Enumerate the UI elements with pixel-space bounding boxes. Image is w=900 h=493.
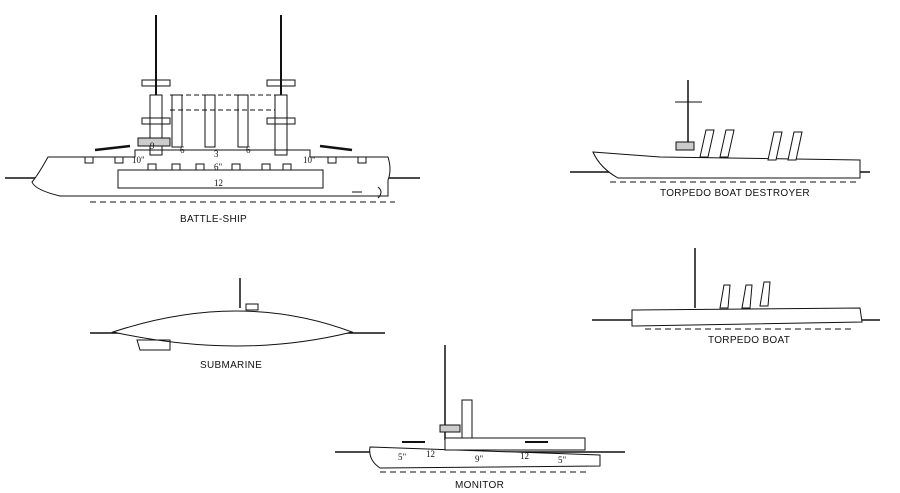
torpedo-boat-drawing [592,248,880,330]
mark-aft-turret: 12 [520,451,529,461]
mark-broadside: 6" [214,162,223,172]
submarine-caption: SUBMARINE [200,360,263,371]
mark-stern-turret: 10" [303,155,316,165]
mark-bow-turret: 10" [132,155,145,165]
destroyer-caption: TORPEDO BOAT DESTROYER [660,188,810,199]
battleship-drawing [5,15,420,203]
mark-stern-armor: 5" [558,455,567,465]
mark-fwd-turret: 12 [426,449,435,459]
mark-casemate-fwd: 6 [180,145,185,155]
monitor-caption: MONITOR [455,480,505,491]
battleship-marks: 10" 9 6 3 6" 6 12 10" [132,141,316,188]
mark-bow-armor: 5" [398,452,407,462]
mark-belt: 12 [214,178,223,188]
mark-casemate-aft: 6 [246,145,251,155]
monitor-drawing [335,345,625,473]
mark-belt: 9" [475,454,484,464]
monitor-marks: 5" 12 9" 12 5" [398,449,567,465]
mark-light-guns: 3 [214,149,219,159]
submarine-drawing [90,278,385,351]
battleship-caption: BATTLE-SHIP [180,214,248,225]
torpedo-boat-caption: TORPEDO BOAT [708,335,791,346]
destroyer-drawing [570,80,870,183]
mark-secondary: 9 [150,141,155,151]
